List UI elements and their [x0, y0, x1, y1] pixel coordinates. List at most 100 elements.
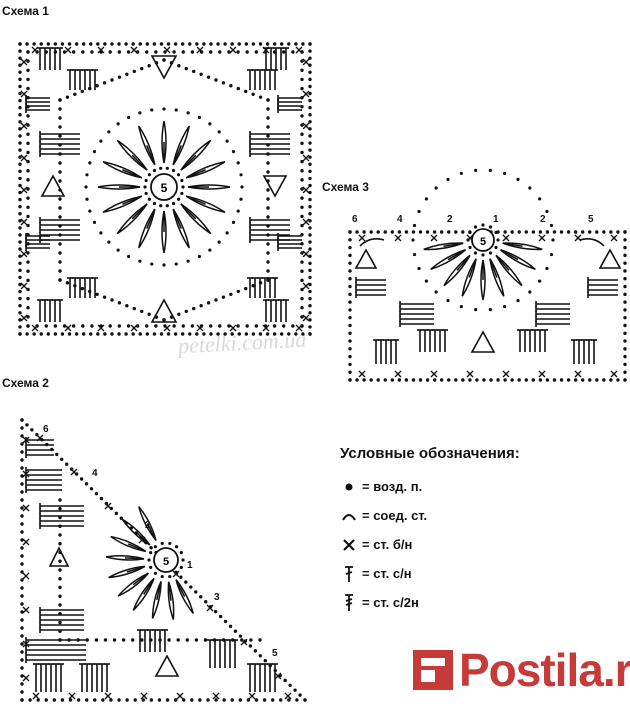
chain-dot — [231, 220, 236, 225]
chain-dot — [308, 162, 312, 166]
sc-cross — [302, 218, 310, 226]
chain-dot — [424, 197, 428, 201]
chain-dot — [138, 42, 142, 46]
petal-vein — [502, 242, 523, 247]
triangle-motif — [354, 248, 378, 269]
petal — [180, 139, 212, 171]
chain-dot — [44, 698, 48, 702]
chain-dot — [355, 230, 359, 234]
petal-vein — [125, 557, 145, 560]
chain-dot — [300, 260, 304, 264]
chain-dot — [308, 127, 312, 131]
chain-dot — [18, 204, 22, 209]
chain-dot — [198, 698, 202, 702]
chain-dot — [126, 254, 131, 259]
chain-dot — [434, 290, 438, 294]
chain-dot — [249, 638, 253, 642]
sc-cross — [502, 234, 510, 242]
chain-dot — [308, 212, 312, 216]
chain-dot — [300, 315, 304, 319]
chain-dot — [549, 252, 554, 257]
chain-dot — [195, 42, 199, 46]
brand-name: Postila.ru — [459, 644, 630, 696]
chain-dot — [208, 324, 213, 328]
chain-dot — [397, 378, 402, 382]
chain-dot — [121, 638, 126, 642]
chain-dot — [108, 50, 112, 54]
chain-dot — [18, 332, 22, 336]
chain-dot — [154, 324, 158, 328]
chain-dot — [32, 42, 36, 46]
sc-cross — [502, 370, 510, 378]
sc-cross — [302, 154, 310, 162]
chain-dot — [300, 306, 304, 310]
slip-arc — [579, 238, 605, 247]
chain-dot — [74, 332, 79, 336]
sc-cross — [302, 282, 310, 290]
chain-dot — [266, 134, 270, 138]
chain-dot — [308, 70, 312, 74]
chain-dot — [140, 66, 144, 71]
chain-dot — [623, 370, 627, 374]
chain-dot — [488, 308, 492, 312]
chain-dot — [162, 263, 166, 267]
chain-dot — [126, 324, 131, 328]
chain-dot — [188, 42, 192, 46]
chain-dot — [18, 113, 22, 117]
chain-dot — [412, 223, 417, 228]
chain-dot — [18, 56, 22, 60]
petal — [499, 249, 536, 271]
chain-dot — [254, 50, 259, 54]
chain-dot — [245, 324, 249, 328]
chain-dot — [588, 230, 592, 234]
petal — [180, 203, 212, 235]
chain-dot — [184, 66, 188, 71]
chain-dot — [89, 42, 93, 46]
petal-vein — [127, 543, 147, 553]
chain-dot — [503, 171, 507, 176]
chain-dot — [58, 577, 62, 581]
sc-cross — [262, 324, 270, 332]
chain-dot — [397, 230, 402, 234]
chain-dot — [236, 209, 240, 213]
chain-dot — [145, 324, 149, 328]
chain-dot — [545, 230, 550, 234]
petal — [161, 210, 167, 254]
sc-cross — [20, 218, 28, 226]
chain-dot — [236, 86, 240, 91]
petal-vein — [185, 169, 206, 179]
chain-dot — [308, 42, 312, 46]
chain-dot — [176, 638, 180, 642]
chain-dot — [147, 64, 151, 68]
triangle-motif — [48, 546, 70, 567]
sc-cross — [22, 436, 30, 444]
chain-dot — [102, 295, 107, 299]
chain-dot — [18, 190, 22, 195]
chain-dot — [150, 108, 154, 112]
chain-dot — [159, 332, 164, 336]
chain-dot — [26, 68, 30, 72]
chain-dot — [152, 332, 157, 336]
petal-vein — [167, 581, 172, 601]
chain-dot — [298, 693, 302, 697]
chain-dot — [145, 332, 150, 336]
chain-dot — [266, 278, 270, 282]
chain-dot — [138, 332, 142, 336]
chain-dot — [20, 594, 24, 598]
chain-dot — [152, 42, 157, 46]
chain-dot — [85, 173, 89, 177]
chain-dot — [623, 354, 627, 359]
chain-dot — [300, 214, 304, 219]
chain-dot — [623, 315, 627, 320]
chain-dot — [217, 130, 221, 134]
chain-dot — [254, 324, 259, 328]
petal — [105, 554, 145, 561]
chain-dot — [258, 638, 262, 642]
chain-dot — [303, 698, 307, 702]
chain-dot — [179, 565, 183, 569]
chain-dot — [20, 682, 24, 686]
chain-dot — [88, 161, 92, 165]
chain-dot — [20, 498, 24, 502]
chain-dot — [308, 134, 312, 138]
chain-dot — [26, 169, 30, 173]
